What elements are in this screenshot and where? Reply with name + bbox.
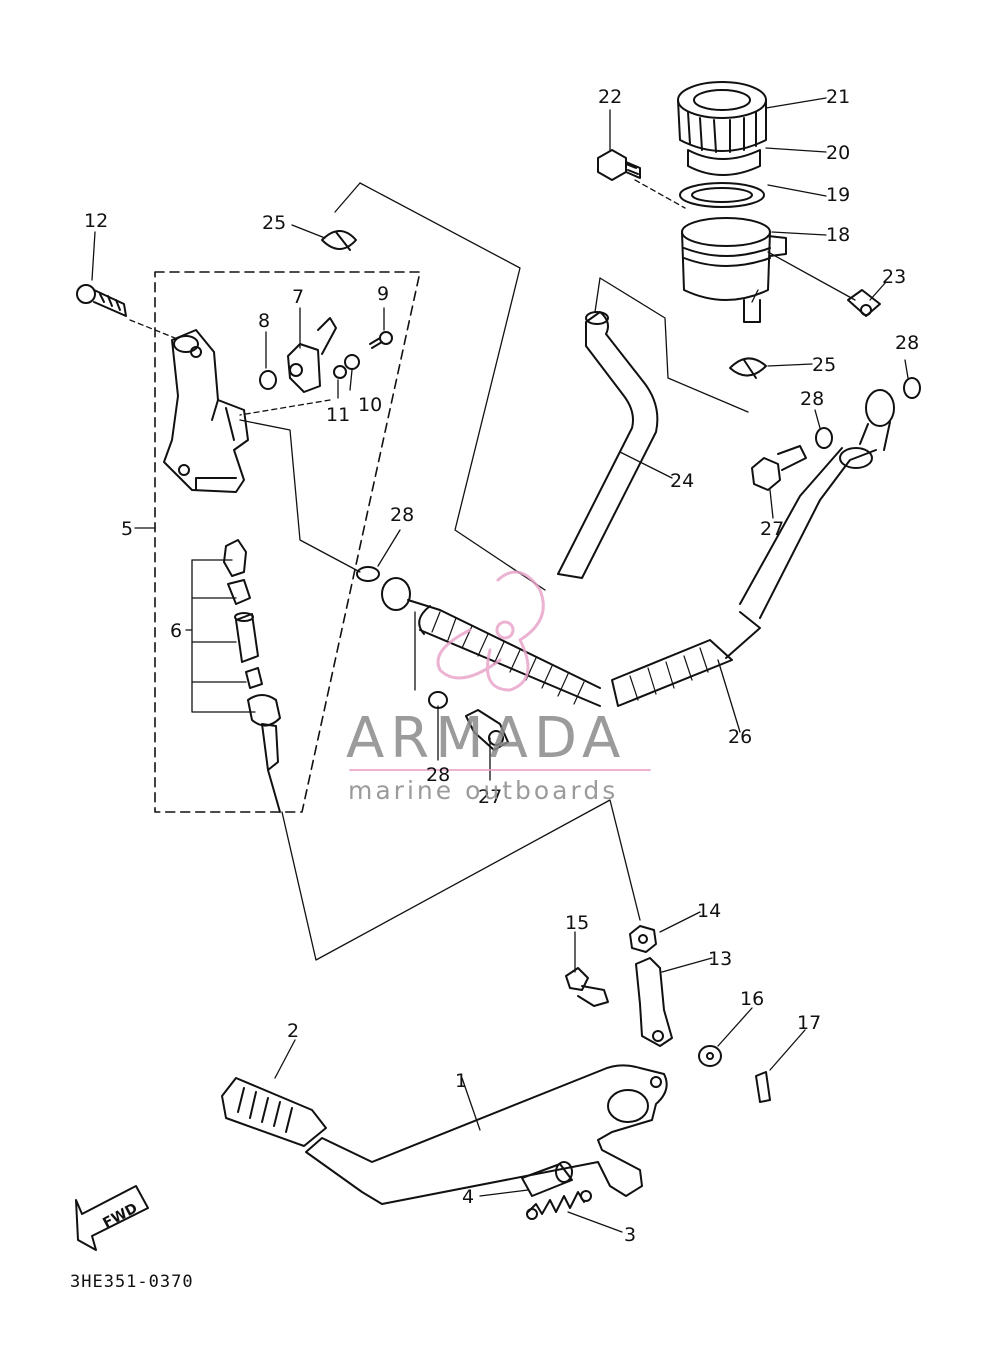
callout-26: 26	[728, 726, 753, 748]
callout-2: 2	[287, 1020, 300, 1042]
callout-1: 1	[455, 1070, 468, 1092]
reservoir-18	[681, 217, 787, 323]
leader-lines	[91, 97, 909, 1233]
bolt-12	[76, 284, 127, 317]
routing-lines	[129, 179, 856, 961]
master-cylinder-body-5	[163, 329, 249, 493]
watermark-subtitle: marine outboards	[348, 776, 619, 805]
washer-28-c	[815, 427, 833, 449]
pedal-rubber-2	[221, 1077, 327, 1147]
brake-hose-26	[381, 389, 895, 707]
callout-6: 6	[170, 620, 183, 642]
callout-25-lower: 25	[812, 354, 837, 376]
clip-23	[847, 289, 881, 317]
callout-25-top: 25	[262, 212, 287, 234]
callout-13: 13	[708, 948, 733, 970]
callout-3: 3	[624, 1224, 637, 1246]
callout-11: 11	[326, 404, 351, 426]
callout-22: 22	[598, 86, 623, 108]
hose-clamp-25-lower	[729, 357, 767, 379]
union-bolt-27-upper	[751, 445, 807, 491]
diagram-code: 3HE351-0370	[70, 1272, 194, 1292]
cotter-pin-17	[755, 1071, 771, 1103]
spring-3	[526, 1190, 592, 1220]
callout-10: 10	[358, 394, 383, 416]
screw-9	[369, 331, 393, 349]
callout-19: 19	[826, 184, 851, 206]
callout-8: 8	[258, 310, 271, 332]
callout-9: 9	[377, 283, 390, 305]
fwd-arrow-icon	[75, 1185, 149, 1251]
callout-5: 5	[121, 518, 134, 540]
callout-28-c: 28	[800, 388, 825, 410]
rod-end-13	[635, 957, 673, 1047]
washer-11	[333, 365, 347, 379]
pin-15	[565, 967, 609, 1007]
bushing-4	[521, 1161, 573, 1197]
o-ring-8	[259, 370, 277, 390]
washer-28-d	[903, 377, 921, 399]
callout-27-upper: 27	[760, 518, 785, 540]
washer-28-b	[428, 691, 448, 709]
bolt-22	[597, 149, 641, 181]
watermark-title: ARMADA	[346, 706, 627, 771]
callout-24: 24	[670, 470, 695, 492]
callout-15: 15	[565, 912, 590, 934]
hose-joint-7	[287, 317, 337, 393]
plate-19	[679, 182, 765, 208]
callout-23: 23	[882, 266, 907, 288]
callout-28-b: 28	[426, 764, 451, 786]
assembly-dashed-box	[154, 271, 421, 813]
callout-28-a: 28	[390, 504, 415, 526]
diaphragm-20	[687, 149, 761, 176]
union-bolt-27-lower	[465, 709, 509, 751]
washer-10	[344, 354, 360, 370]
brake-pedal-1	[305, 1064, 668, 1205]
washer-28-a	[356, 566, 380, 582]
hose-clamp-25-top	[321, 230, 357, 251]
reservoir-cap-21	[677, 81, 767, 153]
piston-kit-6	[223, 539, 281, 813]
callout-17: 17	[797, 1012, 822, 1034]
washer-16	[698, 1045, 722, 1067]
watermark-logo-icon	[436, 570, 545, 692]
reservoir-hose-24	[557, 311, 659, 579]
callout-12: 12	[84, 210, 109, 232]
callout-7: 7	[292, 286, 305, 308]
callout-28-d: 28	[895, 332, 920, 354]
callout-18: 18	[826, 224, 851, 246]
callout-20: 20	[826, 142, 851, 164]
callout-27-lower: 27	[478, 786, 503, 808]
callout-4: 4	[462, 1186, 475, 1208]
callout-21: 21	[826, 86, 851, 108]
nut-14	[629, 925, 657, 953]
callout-14: 14	[697, 900, 722, 922]
callout-16: 16	[740, 988, 765, 1010]
